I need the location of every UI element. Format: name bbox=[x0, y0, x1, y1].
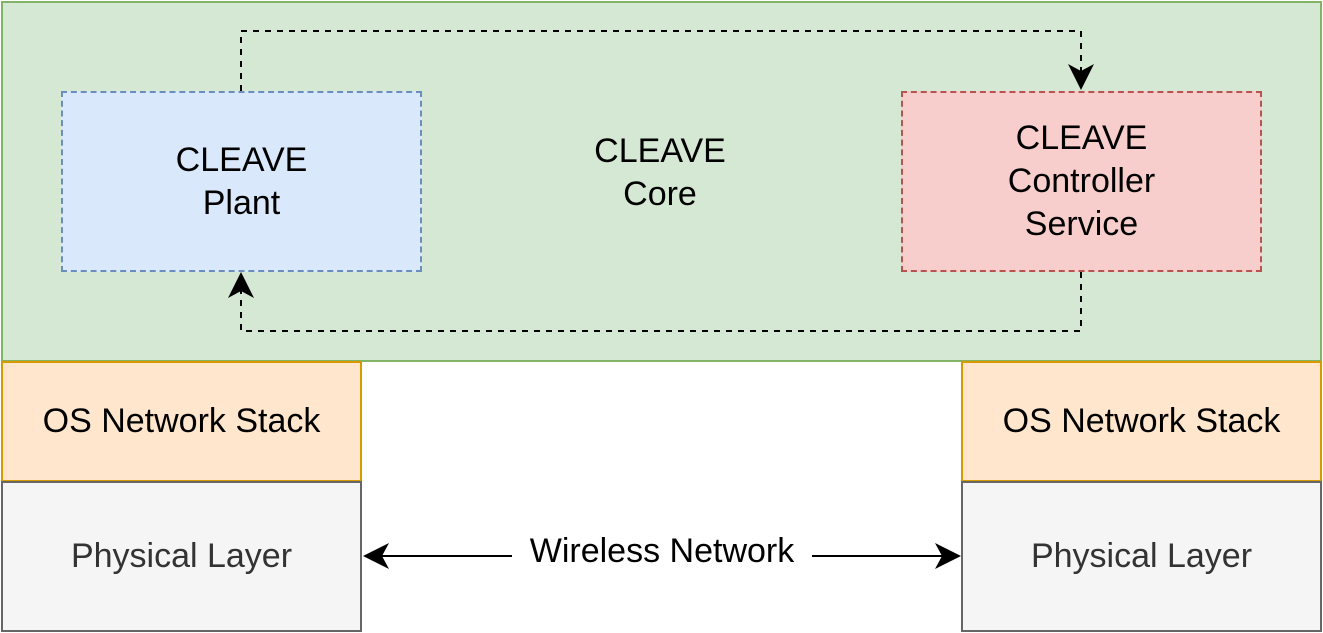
cleave-controller-box: CLEAVE Controller Service bbox=[901, 91, 1262, 272]
core-label-line1: CLEAVE bbox=[594, 132, 726, 170]
left-os-label: OS Network Stack bbox=[42, 402, 321, 440]
wireless-right-arrowhead bbox=[935, 543, 961, 569]
controller-to-plant-arrow bbox=[240, 272, 1082, 332]
left-physical-label: Physical Layer bbox=[70, 537, 293, 575]
plant-label: CLEAVE Plant bbox=[175, 140, 308, 222]
plant-to-controller-arrow bbox=[240, 30, 1082, 91]
wireless-left-arrowhead bbox=[363, 543, 389, 569]
right-physical-layer: Physical Layer bbox=[961, 481, 1322, 632]
right-physical-label: Physical Layer bbox=[1030, 537, 1253, 575]
wireless-network-label: Wireless Network bbox=[512, 530, 812, 573]
right-os-label: OS Network Stack bbox=[1002, 402, 1281, 440]
cleave-plant-box: CLEAVE Plant bbox=[61, 91, 422, 272]
controller-label: CLEAVE Controller Service bbox=[1007, 119, 1156, 243]
cleave-core-label: CLEAVE Core bbox=[560, 130, 760, 216]
left-physical-layer: Physical Layer bbox=[1, 481, 362, 632]
controller-to-plant-arrowhead bbox=[228, 272, 254, 298]
plant-to-controller-arrowhead bbox=[1068, 64, 1094, 90]
right-os-network-stack: OS Network Stack bbox=[961, 361, 1322, 482]
core-label-line2: Core bbox=[623, 175, 697, 213]
